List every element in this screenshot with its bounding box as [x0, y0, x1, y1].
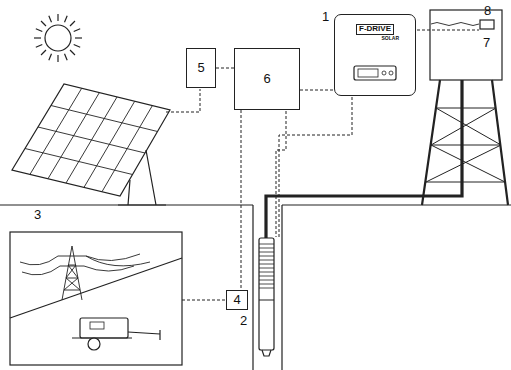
level-sensor [480, 20, 494, 29]
callout-number: 4 [233, 293, 240, 307]
pump [259, 238, 274, 356]
callout-number: 1 [322, 10, 329, 24]
water-pipe [266, 80, 462, 240]
brand-name: F-DRIVE [356, 24, 394, 35]
wiring [166, 30, 479, 300]
signal-line [300, 90, 334, 91]
inset-frame [10, 232, 182, 365]
signal-line [216, 68, 234, 69]
water-tank [430, 10, 502, 80]
callout-number: 6 [263, 72, 270, 86]
sun-rays [34, 14, 82, 62]
callout-number: 7 [483, 36, 490, 50]
ground-line [0, 204, 511, 205]
component-box: 6 [234, 48, 300, 110]
water-surface [431, 23, 479, 26]
component-box: 4 [226, 290, 248, 310]
callout-number: 2 [240, 314, 247, 328]
brand-subtitle: SOLAR [382, 36, 400, 42]
panel-stand [118, 150, 166, 205]
callout-number: 3 [34, 208, 41, 222]
solar-panel [12, 84, 170, 196]
solar-inverter: F-DRIVESOLAR [334, 14, 416, 96]
component-box: 5 [186, 48, 216, 88]
inverter-display [354, 66, 396, 80]
sun [45, 25, 71, 51]
generator-trailer [72, 318, 160, 350]
callout-number: 8 [484, 4, 491, 18]
callout-number: 5 [197, 61, 204, 75]
tower-legs [422, 80, 508, 205]
tower-bracing [426, 108, 505, 182]
power-pylon [20, 246, 150, 300]
panel-grid [25, 88, 158, 191]
inset-divider [10, 258, 182, 318]
signal-line [241, 110, 242, 290]
